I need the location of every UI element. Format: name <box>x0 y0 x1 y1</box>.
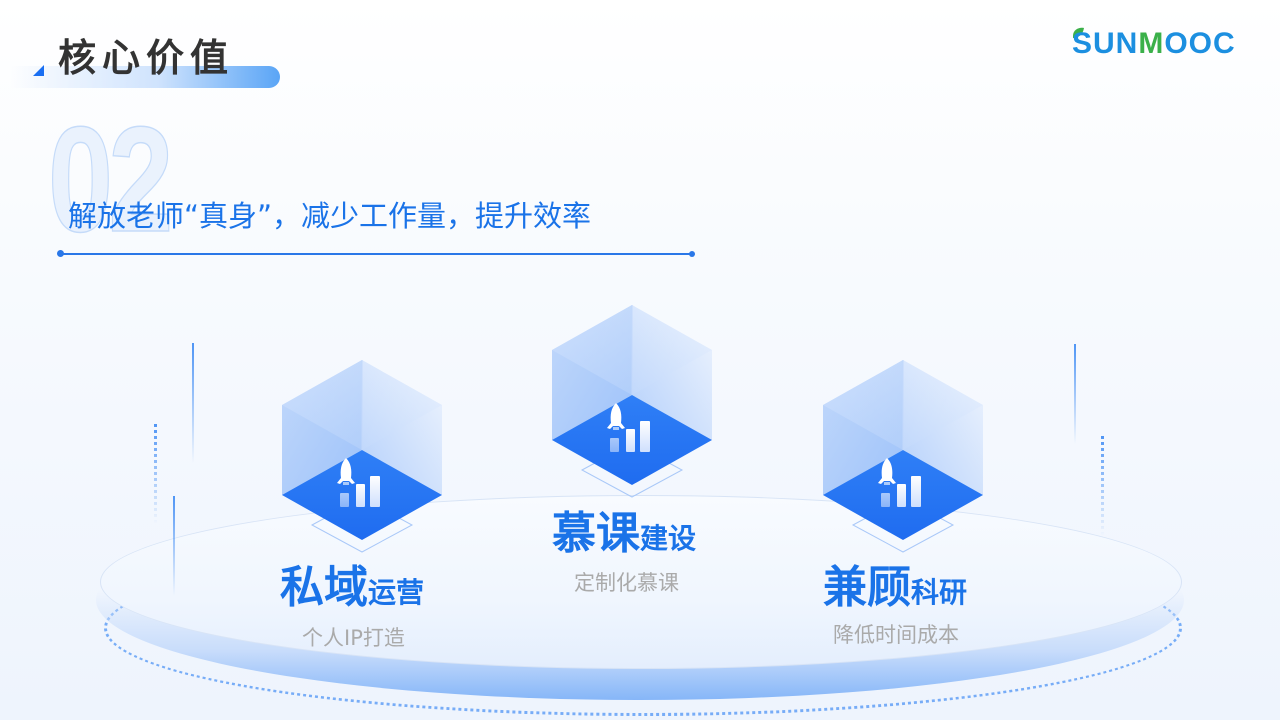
section-number: 02 <box>47 95 174 263</box>
feature-title-small: 建设 <box>640 522 697 555</box>
cube-rocket-chart-icon <box>282 355 442 565</box>
feature-title-research: 兼顾科研 <box>823 562 967 619</box>
divider-dot-left <box>57 250 64 257</box>
logo-text-m: M <box>1138 27 1165 60</box>
page-title: 核心价值 <box>58 36 235 80</box>
feature-subtitle: 降低时间成本 <box>833 623 959 647</box>
title-underline-bar <box>10 66 280 88</box>
cube-rocket-chart-icon <box>552 300 712 510</box>
feature-title-private-domain: 私域运营 <box>280 562 424 619</box>
feature-title-mooc: 慕课建设 <box>552 508 696 565</box>
cube-rocket-chart-icon <box>823 355 983 565</box>
deco-line <box>173 496 175 596</box>
logo-text-ooc: OOC <box>1164 27 1236 60</box>
logo-text: SUNMOOC <box>1072 27 1236 61</box>
feature-title-small: 科研 <box>911 576 968 609</box>
platform-top <box>100 495 1182 669</box>
title-triangle-icon <box>33 65 44 76</box>
divider-dot-right <box>689 251 695 257</box>
logo-text-sun: SUN <box>1072 27 1139 60</box>
feature-subtitle: 定制化慕课 <box>574 571 679 595</box>
leaf-icon <box>1073 27 1084 38</box>
deco-dotted-line <box>154 424 157 524</box>
feature-title-main: 慕课 <box>552 508 640 559</box>
sunmooc-logo: SUNMOOC <box>1070 26 1236 62</box>
feature-title-main: 兼顾 <box>823 562 911 613</box>
platform-dotted-ring <box>104 540 1182 716</box>
feature-title-main: 私域 <box>280 562 368 613</box>
deco-line <box>1074 344 1076 444</box>
feature-title-small: 运营 <box>368 576 425 609</box>
section-subtitle: 解放老师“真身”，减少工作量，提升效率 <box>68 199 592 233</box>
deco-line <box>192 343 194 463</box>
subtitle-divider <box>60 253 694 255</box>
feature-subtitle: 个人IP打造 <box>302 626 405 650</box>
deco-dotted-line <box>1101 436 1104 536</box>
